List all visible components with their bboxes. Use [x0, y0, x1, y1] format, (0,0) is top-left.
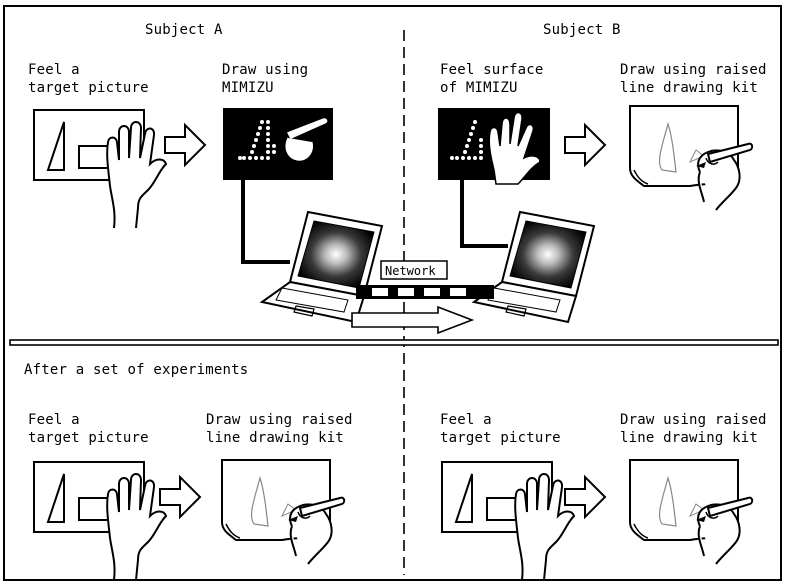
subject-b-step2-line1: Draw using raised	[620, 62, 767, 78]
subject-b-mimizu-display	[438, 108, 550, 185]
bottom-a-drawing-kit	[221, 459, 346, 565]
figure-frame	[3, 5, 782, 581]
bottom-heading: After a set of experiments	[24, 362, 248, 378]
network-label: Network	[385, 264, 436, 278]
subject-a-arrow-icon	[164, 124, 206, 166]
bottom-b-step2-line2: line drawing kit	[620, 430, 758, 446]
bottom-a-arrow-icon	[159, 476, 201, 518]
subject-b-cable	[460, 180, 508, 248]
bottom-b-drawing-kit	[629, 459, 754, 565]
subject-b-arrow-icon	[564, 124, 606, 166]
subject-a-mimizu-display	[223, 108, 333, 180]
bottom-a-step2-line2: line drawing kit	[206, 430, 344, 446]
subject-a-cable	[241, 180, 290, 264]
network-label-box	[380, 260, 448, 280]
bottom-a-feel-hand-icon	[106, 473, 167, 581]
bottom-a-step1-line1: Feel a	[28, 412, 80, 428]
subject-a-step1-line2: target picture	[28, 80, 149, 96]
bottom-b-step1-line1: Feel a	[440, 412, 492, 428]
data-flow-arrow-icon	[351, 305, 475, 335]
subject-a-laptop-icon	[261, 211, 383, 323]
subject-b-drawing-kit	[629, 105, 754, 211]
subject-a-step2-line2: MIMIZU	[222, 80, 274, 96]
bottom-a-step1-line2: target picture	[28, 430, 149, 446]
section-divider	[9, 339, 779, 346]
subject-a-step1-line1: Feel a	[28, 62, 80, 78]
bottom-b-step2-line1: Draw using raised	[620, 412, 767, 428]
subject-b-title: Subject B	[543, 22, 621, 38]
subject-a-step2-line1: Draw using	[222, 62, 308, 78]
subject-a-title: Subject A	[145, 22, 223, 38]
subject-a-feel-hand-icon	[106, 121, 167, 229]
bottom-b-step1-line2: target picture	[440, 430, 561, 446]
subject-b-laptop-icon	[473, 211, 595, 323]
subject-b-step2-line2: line drawing kit	[620, 80, 758, 96]
network-link	[356, 285, 494, 299]
subject-b-step1-line2: of MIMIZU	[440, 80, 518, 96]
subject-b-step1-line1: Feel surface	[440, 62, 544, 78]
bottom-a-step2-line1: Draw using raised	[206, 412, 353, 428]
bottom-b-arrow-icon	[564, 476, 606, 518]
